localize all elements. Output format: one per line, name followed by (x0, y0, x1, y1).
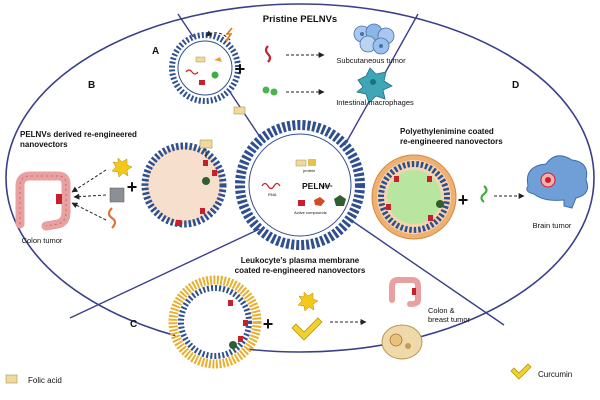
section-letter-d: D (512, 80, 519, 91)
arrow-b-1 (71, 169, 107, 193)
folic-acid-icon (233, 106, 246, 115)
center-pelnv-vesicle (235, 120, 365, 250)
tumor-cells-icon (353, 23, 395, 55)
lightning-icon (225, 27, 233, 42)
legend-curcumin-label: Curcumin (538, 370, 572, 379)
center-tag-active-compounds: Active compounds (294, 210, 327, 215)
center-tag-rna: RNA (268, 192, 277, 197)
plus-icon: + (127, 177, 138, 197)
target-colon-tumor: Colon tumor (22, 236, 63, 245)
section-d-vesicle (371, 154, 457, 240)
section-c-vesicle (168, 275, 262, 369)
center-tag-lipids: Lipids (322, 183, 332, 188)
plus-icon: + (263, 314, 274, 334)
center-pelnv-label: PELNV (302, 181, 331, 191)
target-subcutaneous-tumor: Subcutaneous tumor (336, 56, 406, 65)
sirna-icon (480, 185, 488, 203)
plus-icon: + (235, 59, 246, 79)
mirna-icon (264, 45, 272, 63)
drug-box-icon (109, 187, 125, 203)
colon-icon (389, 277, 421, 307)
section-d-title-line2: re-engineered nanovectors (400, 137, 503, 146)
section-b-title-line1: PELNVs derived re-engineered (20, 130, 137, 139)
section-b-vesicle (141, 142, 227, 228)
target-colon-breast-line1: Colon & (428, 306, 455, 315)
diagram-title: Pristine PELNVs (263, 14, 337, 25)
active-compound-icon (111, 157, 133, 178)
plus-icon: + (458, 190, 469, 210)
folic-acid-icon (199, 139, 213, 149)
divider-bottom-left (69, 225, 267, 319)
section-letter-c: C (130, 319, 137, 330)
target-brain-tumor: Brain tumor (533, 221, 572, 230)
section-letter-a: A (152, 46, 159, 57)
colon-icon (15, 171, 71, 231)
outer-ellipse (5, 3, 595, 353)
section-c-title-line2: coated re-engineered nanovectors (235, 266, 366, 275)
section-b-title-line2: nanovectors (20, 140, 68, 149)
arrow-b-2 (73, 193, 107, 200)
section-c-title-line1: Leukocyte's plasma membrane (241, 256, 360, 265)
active-compound-icon (297, 291, 319, 312)
target-intestinal-macrophages: Intestinal macrophages (336, 98, 414, 107)
divider-bottom-right (341, 213, 505, 326)
legend-folic-acid-icon (5, 374, 18, 384)
sirna-icon (107, 207, 117, 229)
center-tag-protein: protein (303, 168, 315, 173)
drug-dot-icon (270, 88, 278, 96)
section-a-vesicle (169, 32, 241, 104)
legend-folic-acid-label: Folic acid (28, 376, 62, 385)
drug-dot-icon (262, 86, 270, 94)
brain-icon (526, 155, 589, 209)
section-d-title-line1: Polyethylenimine coated (400, 127, 494, 136)
macrophage-icon (356, 67, 393, 104)
arrow-b-3 (71, 202, 107, 221)
section-letter-b: B (88, 80, 95, 91)
breast-tumor-icon (381, 324, 423, 360)
target-colon-breast-line2: breast tumor (428, 315, 471, 324)
curcumin-icon (291, 317, 323, 341)
legend-curcumin-icon (510, 363, 532, 380)
